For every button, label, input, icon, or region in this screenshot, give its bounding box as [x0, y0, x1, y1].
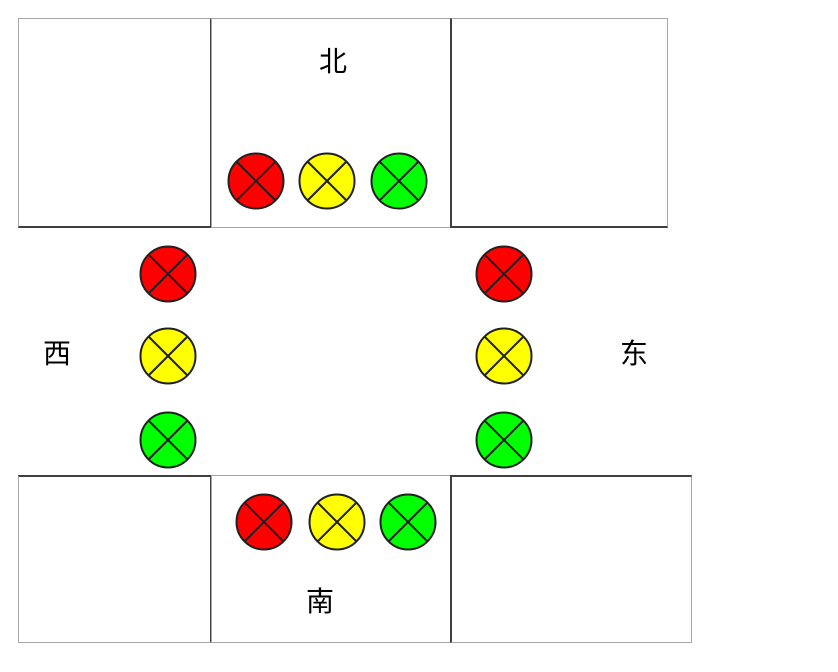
lamp-green-icon: [139, 411, 197, 469]
block-bottom-right: [450, 475, 692, 643]
block-top-left: [18, 18, 212, 228]
lamp-yellow-icon: [475, 327, 533, 385]
lamp-red-icon: [235, 493, 293, 551]
lamp-yellow-icon: [298, 152, 356, 210]
label-west: 西: [42, 337, 72, 370]
lamp-red-icon: [227, 152, 285, 210]
lamp-yellow-icon: [308, 493, 366, 551]
label-north: 北: [318, 45, 348, 78]
lamp-green-icon: [370, 152, 428, 210]
lamp-green-icon: [475, 411, 533, 469]
lamp-red-icon: [139, 245, 197, 303]
lamp-green-icon: [379, 493, 437, 551]
block-bottom-left: [18, 475, 212, 643]
lamp-yellow-icon: [139, 327, 197, 385]
label-east: 东: [619, 337, 649, 370]
block-top-right: [450, 18, 668, 228]
label-south: 南: [305, 585, 335, 618]
lamp-red-icon: [475, 245, 533, 303]
